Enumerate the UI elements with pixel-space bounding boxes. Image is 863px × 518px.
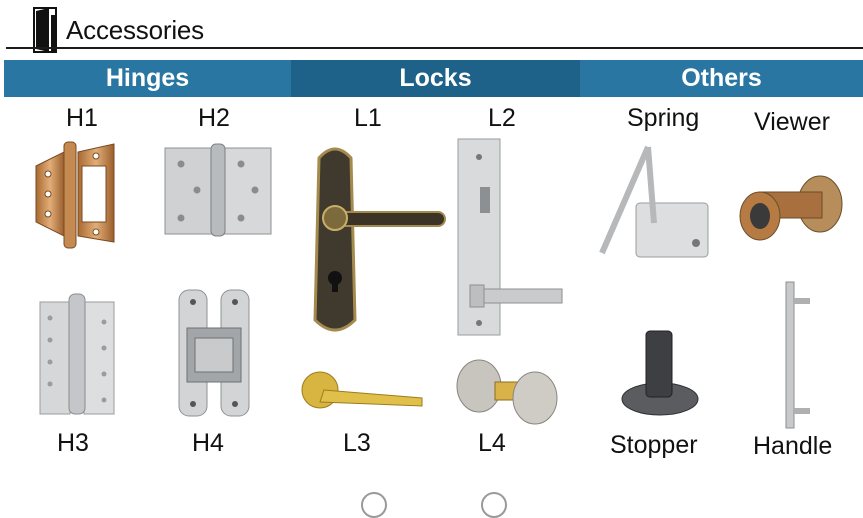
product-l3	[300, 368, 426, 412]
category-bar: Hinges Locks Others	[4, 60, 863, 97]
lever-handle-icon	[301, 371, 423, 409]
butterfly-hinge-icon	[35, 141, 115, 249]
header-divider	[6, 47, 863, 49]
lift-off-hinge-icon	[39, 293, 115, 415]
page-header: Accessories	[0, 0, 863, 53]
label-h1: H1	[66, 104, 98, 132]
lever-lock-on-plate-icon	[313, 147, 446, 332]
label-h3: H3	[57, 429, 89, 457]
label-h2: H2	[198, 104, 230, 132]
category-others: Others	[580, 60, 863, 97]
door-stopper-icon	[621, 330, 699, 416]
product-l1	[305, 140, 447, 340]
product-h3	[38, 292, 116, 418]
door-closer-icon	[599, 145, 709, 258]
lever-lock-narrow-plate-icon	[457, 138, 563, 336]
product-h2	[163, 142, 273, 238]
page-title: Accessories	[66, 15, 204, 45]
pager-dot-1[interactable]	[361, 492, 387, 518]
category-hinges: Hinges	[4, 60, 291, 97]
door-icon	[33, 7, 57, 53]
product-spring	[598, 143, 710, 265]
category-locks: Locks	[291, 60, 580, 97]
product-viewer	[738, 172, 844, 246]
label-l1: L1	[354, 104, 382, 132]
label-stopper: Stopper	[610, 431, 698, 459]
product-l4	[455, 356, 559, 428]
concealed-hinge-icon	[178, 289, 250, 417]
product-stopper	[620, 325, 700, 417]
product-handle	[776, 280, 812, 430]
label-viewer: Viewer	[754, 108, 830, 136]
pager-dot-2[interactable]	[481, 492, 507, 518]
label-l4: L4	[478, 429, 506, 457]
label-spring: Spring	[627, 104, 700, 132]
label-handle: Handle	[753, 432, 833, 460]
product-h1	[34, 138, 116, 250]
door-viewer-icon	[739, 175, 843, 241]
flat-hinge-icon	[164, 143, 272, 237]
label-l2: L2	[488, 104, 516, 132]
pull-handle-icon	[785, 281, 810, 429]
label-l3: L3	[343, 429, 371, 457]
product-l2	[456, 137, 564, 337]
label-h4: H4	[192, 429, 224, 457]
product-h4	[175, 288, 253, 418]
knob-lock-icon	[456, 359, 558, 425]
